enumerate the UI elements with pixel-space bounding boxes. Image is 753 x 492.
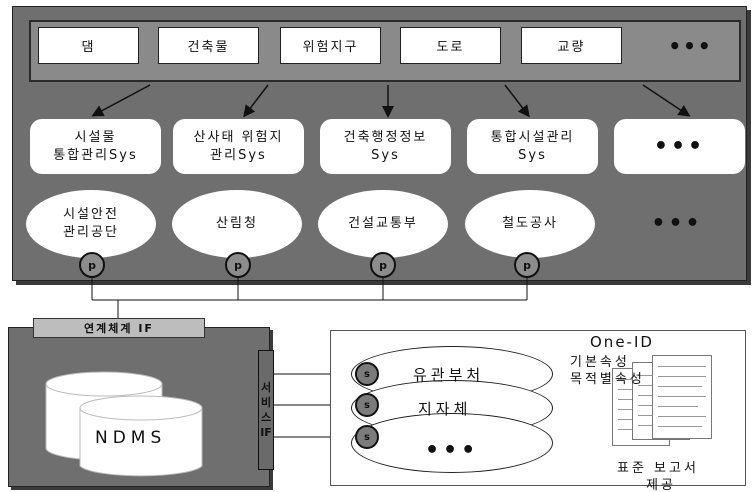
user-local-government-label: 지자체	[418, 398, 471, 419]
ndms-label: NDMS	[95, 428, 166, 448]
report-footer-provide: 제공	[646, 474, 676, 492]
system-facility-line2: 통합관리Sys	[53, 147, 138, 165]
service-if-char-1: 서	[261, 380, 271, 395]
service-interface: 서 비 스 IF	[258, 350, 274, 470]
system-integrated-facility-line1: 통합시설관리	[491, 129, 575, 147]
system-building-admin-line1: 건축행정정보	[344, 129, 428, 147]
system-more: •••	[614, 119, 745, 174]
org-more: •••	[612, 190, 742, 258]
p-node: p	[225, 252, 251, 278]
system-building-admin: 건축행정정보 Sys	[320, 119, 451, 174]
system-integrated-facility-line2: Sys	[518, 147, 547, 165]
system-integrated-facility: 통합시설관리 Sys	[467, 119, 598, 174]
s-node: s	[355, 393, 379, 417]
service-if-char-4: IF	[260, 425, 272, 440]
s-node: s	[355, 425, 379, 449]
org-construction-transport: 건설교통부	[318, 190, 448, 258]
report-document-front	[652, 355, 712, 439]
report-header-oneid: One-ID	[590, 333, 654, 351]
org-facility-safety-line1: 시설안전	[63, 206, 119, 224]
system-more-dots: •••	[654, 136, 705, 158]
service-if-char-3: 스	[261, 410, 271, 425]
org-railroad-label: 철도공사	[502, 215, 558, 233]
interface-label: 연계체계 IF	[33, 318, 205, 338]
service-if-char-2: 비	[261, 395, 271, 410]
system-landslide: 산사태 위험지 관리Sys	[173, 119, 304, 174]
s-node: s	[355, 362, 379, 386]
report-header-purpose: 목적별속성	[570, 368, 645, 387]
p-node: p	[79, 252, 105, 278]
org-facility-safety-line2: 관리공단	[63, 224, 119, 242]
system-landslide-line2: 관리Sys	[210, 147, 267, 165]
p-node: p	[514, 252, 540, 278]
p-node: p	[370, 252, 396, 278]
system-building-admin-line2: Sys	[371, 147, 400, 165]
user-more-label: •••	[425, 438, 479, 463]
org-forest-service: 산림청	[172, 190, 302, 258]
user-ministries-label: 유관부처	[413, 364, 484, 385]
org-construction-transport-label: 건설교통부	[348, 215, 418, 233]
org-facility-safety: 시설안전 관리공단	[26, 190, 156, 258]
org-forest-service-label: 산림청	[216, 215, 258, 233]
system-facility-line1: 시설물	[75, 129, 117, 147]
org-more-dots: •••	[651, 213, 702, 235]
org-railroad: 철도공사	[465, 190, 595, 258]
system-landslide-line1: 산사태 위험지	[194, 129, 284, 147]
system-facility: 시설물 통합관리Sys	[30, 119, 161, 174]
